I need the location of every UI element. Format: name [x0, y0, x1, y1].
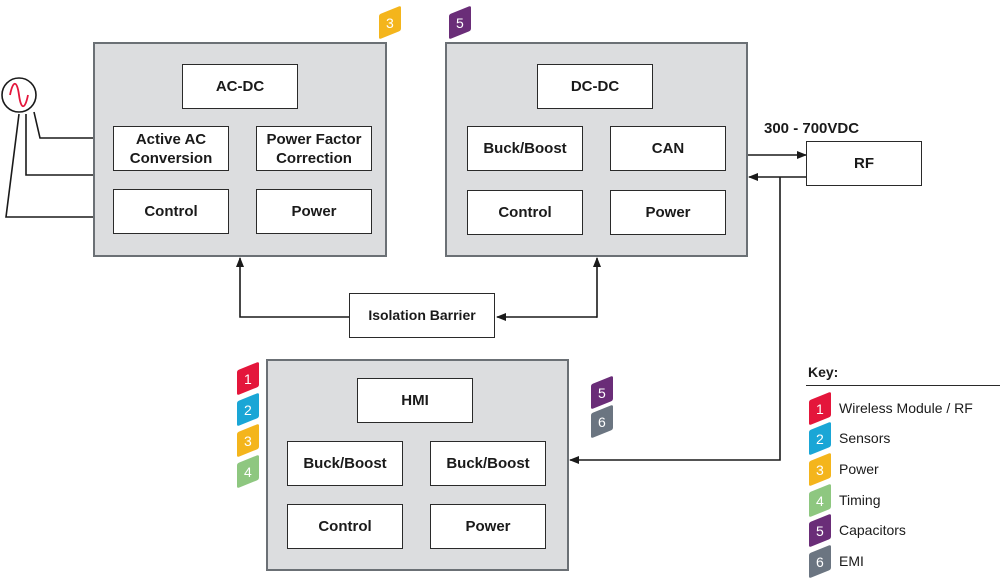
acdc-block: AC-DC Active AC Conversion Power Factor … — [93, 42, 387, 257]
key-divider — [806, 385, 1000, 386]
key-item-timing: 4 Timing — [809, 483, 881, 517]
acdc-active-ac-conversion: Active AC Conversion — [113, 126, 229, 171]
key-item-emi: 6 EMI — [809, 544, 864, 578]
hmi-power: Power — [430, 504, 546, 549]
ac-wire-bottom — [5, 113, 93, 218]
key-title: Key: — [808, 364, 839, 380]
key-label-6: EMI — [839, 553, 864, 569]
voltage-label: 300 - 700VDC — [764, 120, 860, 137]
key-label-4: Timing — [839, 492, 881, 508]
ac-wire-top — [33, 111, 93, 139]
acdc-power: Power — [256, 189, 372, 234]
dcdc-power: Power — [610, 190, 726, 235]
key-tag-6: 6 — [809, 544, 831, 578]
iso-to-acdc-arrow — [236, 257, 349, 318]
rf-to-hmi-line — [569, 177, 781, 464]
hmi-buck-boost-left: Buck/Boost — [287, 441, 403, 486]
key-tag-5: 5 — [809, 513, 831, 547]
key-item-sensors: 2 Sensors — [809, 421, 891, 455]
acdc-control: Control — [113, 189, 229, 234]
key-item-power: 3 Power — [809, 452, 879, 486]
acdc-power-factor-correction: Power Factor Correction — [256, 126, 372, 171]
key-item-capacitors: 5 Capacitors — [809, 513, 906, 547]
key-tag-3: 3 — [809, 452, 831, 486]
key-label-1: Wireless Module / RF — [839, 400, 973, 416]
dcdc-to-iso-arrow — [593, 257, 601, 318]
hmi-title: HMI — [357, 378, 473, 423]
acdc-title: AC-DC — [182, 64, 298, 109]
key-item-wireless: 1 Wireless Module / RF — [809, 391, 973, 425]
hmi-block: HMI Buck/Boost Buck/Boost Control Power — [266, 359, 569, 571]
hmi-control: Control — [287, 504, 403, 549]
key-label-5: Capacitors — [839, 522, 906, 538]
rf-box: RF — [806, 141, 922, 186]
dcdc-title: DC-DC — [537, 64, 653, 109]
dcdc-buck-boost: Buck/Boost — [467, 126, 583, 171]
key-tag-4: 4 — [809, 483, 831, 517]
dcdc-block: DC-DC Buck/Boost CAN Control Power — [445, 42, 748, 257]
hmi-buck-boost-right: Buck/Boost — [430, 441, 546, 486]
isolation-barrier: Isolation Barrier — [349, 293, 495, 338]
key-label-2: Sensors — [839, 430, 891, 446]
dcdc-control: Control — [467, 190, 583, 235]
key-tag-2: 2 — [809, 421, 831, 455]
dcdc-can: CAN — [610, 126, 726, 171]
key-tag-1: 1 — [809, 391, 831, 425]
ac-wire-mid — [25, 114, 93, 176]
key-label-3: Power — [839, 461, 879, 477]
